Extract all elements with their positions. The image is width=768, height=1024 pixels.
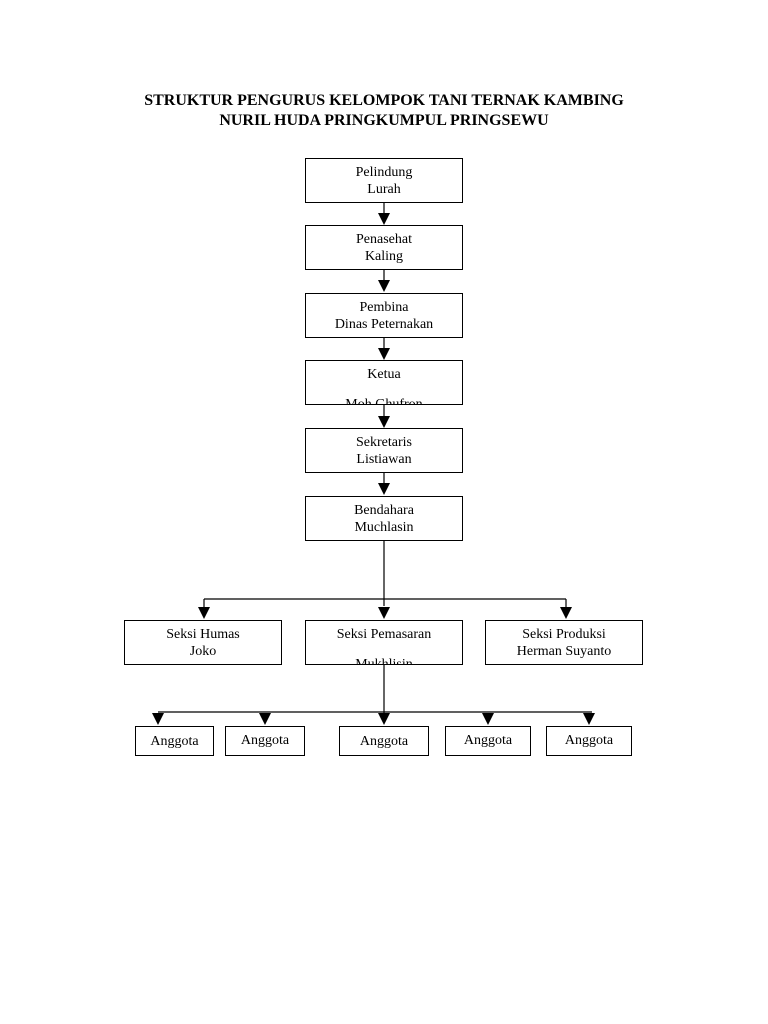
org-box-person: Dinas Peternakan [334, 317, 434, 332]
org-box-role: Pelindung [355, 165, 413, 180]
chart-title-line-2: NURIL HUDA PRINGKUMPUL PRINGSEWU [219, 112, 549, 129]
org-box-role: Sekretaris [356, 435, 412, 450]
org-box-sekretaris: Sekretaris Listiawan [305, 428, 463, 473]
org-box-person: Mukhlisin [355, 657, 413, 665]
org-box-penasehat: Penasehat Kaling [305, 225, 463, 270]
chart-title-line-1: STRUKTUR PENGURUS KELOMPOK TANI TERNAK K… [144, 92, 624, 109]
org-box-anggota: Anggota [546, 726, 632, 756]
org-box-anggota: Anggota [225, 726, 305, 756]
org-box-role: Seksi Produksi [522, 627, 606, 642]
org-box-seksi-produksi: Seksi Produksi Herman Suyanto [485, 620, 643, 665]
org-box-seksi-humas: Seksi Humas Joko [124, 620, 282, 665]
org-box-role: Seksi Pemasaran [336, 627, 432, 642]
org-box-person: Muchlasin [354, 520, 414, 535]
org-box-person: Joko [189, 644, 217, 659]
org-box-anggota: Anggota [339, 726, 429, 756]
org-box-bendahara: Bendahara Muchlasin [305, 496, 463, 541]
org-box-person: Listiawan [356, 452, 412, 467]
org-box-person: Herman Suyanto [516, 644, 612, 659]
org-box-seksi-pemasaran: Seksi Pemasaran Mukhlisin [305, 620, 463, 665]
org-box-role: Bendahara [354, 503, 414, 518]
org-box-anggota: Anggota [135, 726, 214, 756]
org-box-anggota: Anggota [445, 726, 531, 756]
org-box-role: Penasehat [356, 232, 412, 247]
org-box-role: Ketua [367, 367, 401, 382]
org-box-pelindung: Pelindung Lurah [305, 158, 463, 203]
org-box-role: Pembina [359, 300, 409, 315]
org-box-role: Seksi Humas [166, 627, 240, 642]
org-box-person: Moh Ghufron [345, 397, 423, 405]
org-box-person: Lurah [367, 182, 401, 197]
org-box-person: Kaling [364, 249, 404, 264]
org-box-pembina: Pembina Dinas Peternakan [305, 293, 463, 338]
org-box-ketua: Ketua Moh Ghufron [305, 360, 463, 405]
